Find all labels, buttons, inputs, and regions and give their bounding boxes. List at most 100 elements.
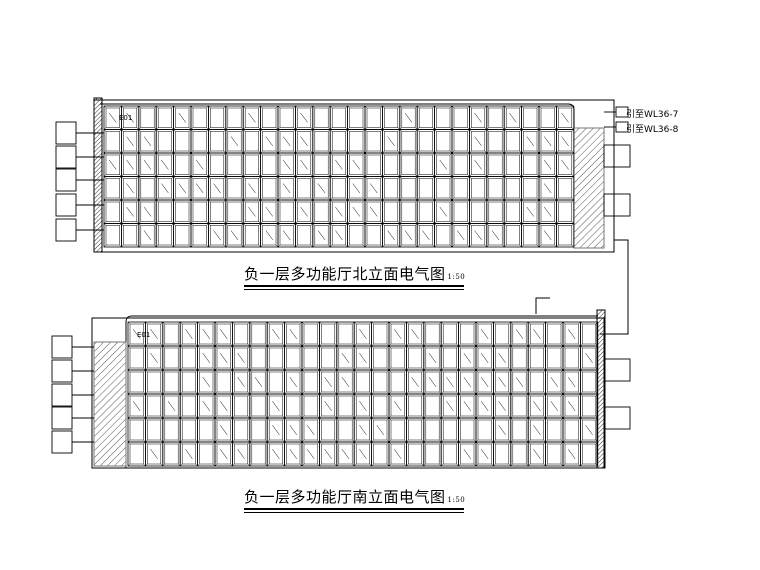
south-leader-lines: [51, 335, 631, 454]
wall-panel: [277, 129, 296, 154]
wall-panel: [301, 345, 320, 371]
wall-panel: [440, 393, 460, 419]
wall-panel: [225, 223, 244, 248]
wall-panel: [155, 176, 174, 201]
wall-panel: [190, 105, 209, 130]
circuit-leader: [51, 335, 73, 359]
circuit-leader: [55, 145, 77, 169]
wall-panel: [503, 223, 523, 248]
wall-panel: [458, 321, 477, 347]
wall-panel: [336, 441, 355, 467]
circuit-leader: [51, 406, 73, 430]
wall-panel: [451, 129, 470, 154]
wall-panel: [329, 152, 349, 177]
north-leader-lines: [55, 106, 631, 242]
wall-panel: [527, 441, 547, 467]
north-ref-label-2: 引至WL36-8: [626, 125, 679, 135]
wall-panel: [162, 393, 181, 419]
wall-panel: [173, 176, 192, 201]
wall-panel: [144, 417, 164, 443]
wall-panel: [434, 176, 453, 201]
wall-panel: [138, 152, 157, 177]
wall-panel: [451, 223, 470, 248]
wall-panel: [318, 369, 338, 395]
wall-panel: [486, 199, 505, 224]
north-caption-scale: 1:50: [447, 273, 466, 281]
wall-panel: [231, 321, 251, 347]
wall-panel: [381, 105, 401, 130]
wall-panel: [381, 223, 401, 248]
wall-panel: [510, 345, 529, 371]
wall-panel: [197, 393, 216, 419]
wall-panel: [277, 176, 296, 201]
wall-panel: [538, 199, 557, 224]
wall-panel: [416, 152, 436, 177]
wall-panel: [458, 369, 477, 395]
wall-panel: [179, 441, 198, 467]
south-caption-scale: 1:50: [447, 496, 466, 504]
wall-panel: [266, 369, 286, 395]
wall-panel: [260, 176, 279, 201]
wall-panel: [179, 321, 198, 347]
wall-panel: [214, 369, 233, 395]
south-ceiling-line: [125, 315, 598, 468]
wall-panel: [284, 393, 303, 419]
wall-panel: [347, 105, 366, 130]
wall-panel: [492, 345, 512, 371]
south-caption-underline: [244, 508, 464, 510]
wall-panel: [179, 369, 198, 395]
wall-panel: [121, 129, 140, 154]
wall-panel: [556, 199, 575, 224]
wall-panel: [121, 223, 140, 248]
wall-panel: [207, 223, 227, 248]
wall-panel: [225, 152, 244, 177]
wall-panel: [197, 441, 216, 467]
wall-panel: [284, 441, 303, 467]
wall-panel: [423, 441, 442, 467]
wall-panel: [503, 176, 523, 201]
wall-panel: [475, 369, 494, 395]
wall-panel: [562, 321, 581, 347]
wall-panel: [399, 105, 418, 130]
wall-panel: [510, 321, 529, 347]
wall-panel: [451, 176, 470, 201]
wall-panel: [423, 393, 442, 419]
wall-panel: [301, 393, 320, 419]
wall-panel: [179, 417, 198, 443]
wall-panel: [353, 393, 373, 419]
wall-panel: [492, 369, 512, 395]
north-panel-grid: [103, 105, 575, 248]
wall-panel: [155, 129, 174, 154]
south-caption-underline-thin: [244, 512, 464, 513]
wall-panel: [103, 223, 122, 248]
wall-panel: [381, 176, 401, 201]
wall-panel: [468, 105, 488, 130]
wall-panel: [173, 152, 192, 177]
wall-panel: [440, 345, 460, 371]
wall-panel: [545, 345, 564, 371]
wall-panel: [138, 129, 157, 154]
wall-panel: [562, 369, 581, 395]
wall-panel: [521, 129, 540, 154]
circuit-leader: [603, 406, 631, 430]
wall-panel: [510, 441, 529, 467]
wall-panel: [121, 199, 140, 224]
wall-panel: [527, 345, 547, 371]
wall-panel: [138, 105, 157, 130]
wall-panel: [207, 105, 227, 130]
wall-panel: [242, 105, 261, 130]
wall-panel: [562, 441, 581, 467]
wall-panel: [399, 152, 418, 177]
wall-panel: [416, 129, 436, 154]
wall-panel: [190, 199, 209, 224]
wall-panel: [162, 441, 181, 467]
wall-panel: [475, 345, 494, 371]
wall-panel: [294, 176, 314, 201]
wall-panel: [162, 417, 181, 443]
wall-panel: [556, 152, 575, 177]
wall-panel: [475, 393, 494, 419]
wall-panel: [468, 199, 488, 224]
wall-panel: [405, 441, 425, 467]
wall-panel: [556, 129, 575, 154]
north-ref-label-1: 引至WL36-7: [626, 110, 679, 120]
